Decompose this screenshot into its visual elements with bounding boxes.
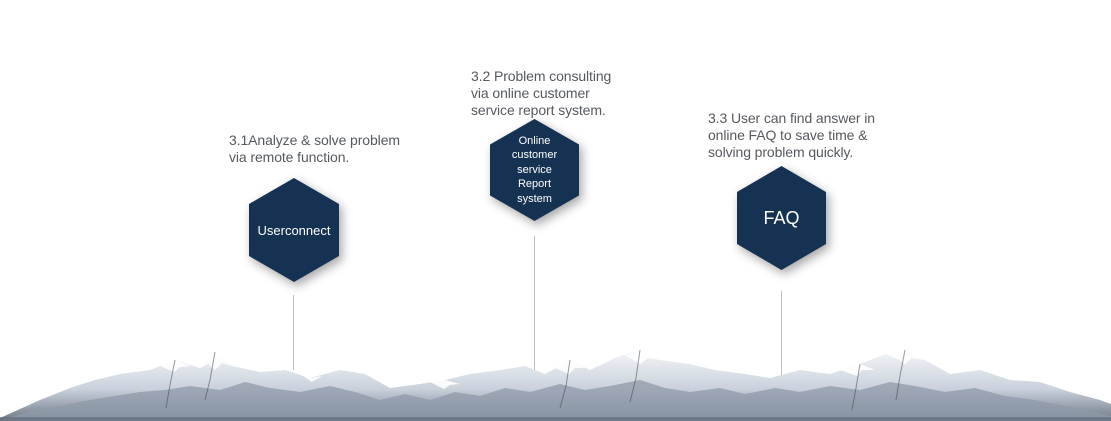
step-3-caption: 3.3 User can find answer in online FAQ t…	[708, 110, 875, 160]
step-3-hexagon: FAQ	[737, 166, 826, 270]
step-3-hex-label: FAQ	[763, 207, 800, 228]
step-2-hex-label: Online customer service Report system	[511, 134, 558, 205]
step-2-connector-line	[534, 236, 535, 376]
step-1-hex-label: Userconnect	[257, 222, 331, 238]
step-1-hexagon: Userconnect	[249, 178, 339, 282]
step-1-caption: 3.1Analyze & solve problem via remote fu…	[229, 132, 400, 165]
step-2-caption: 3.2 Problem consulting via online custom…	[471, 68, 612, 118]
step-1-connector-line	[293, 295, 294, 370]
step-3-connector-line	[781, 291, 782, 376]
snowy-mountain-range-icon	[0, 349, 1111, 421]
step-2-hexagon: Online customer service Report system	[490, 119, 579, 221]
